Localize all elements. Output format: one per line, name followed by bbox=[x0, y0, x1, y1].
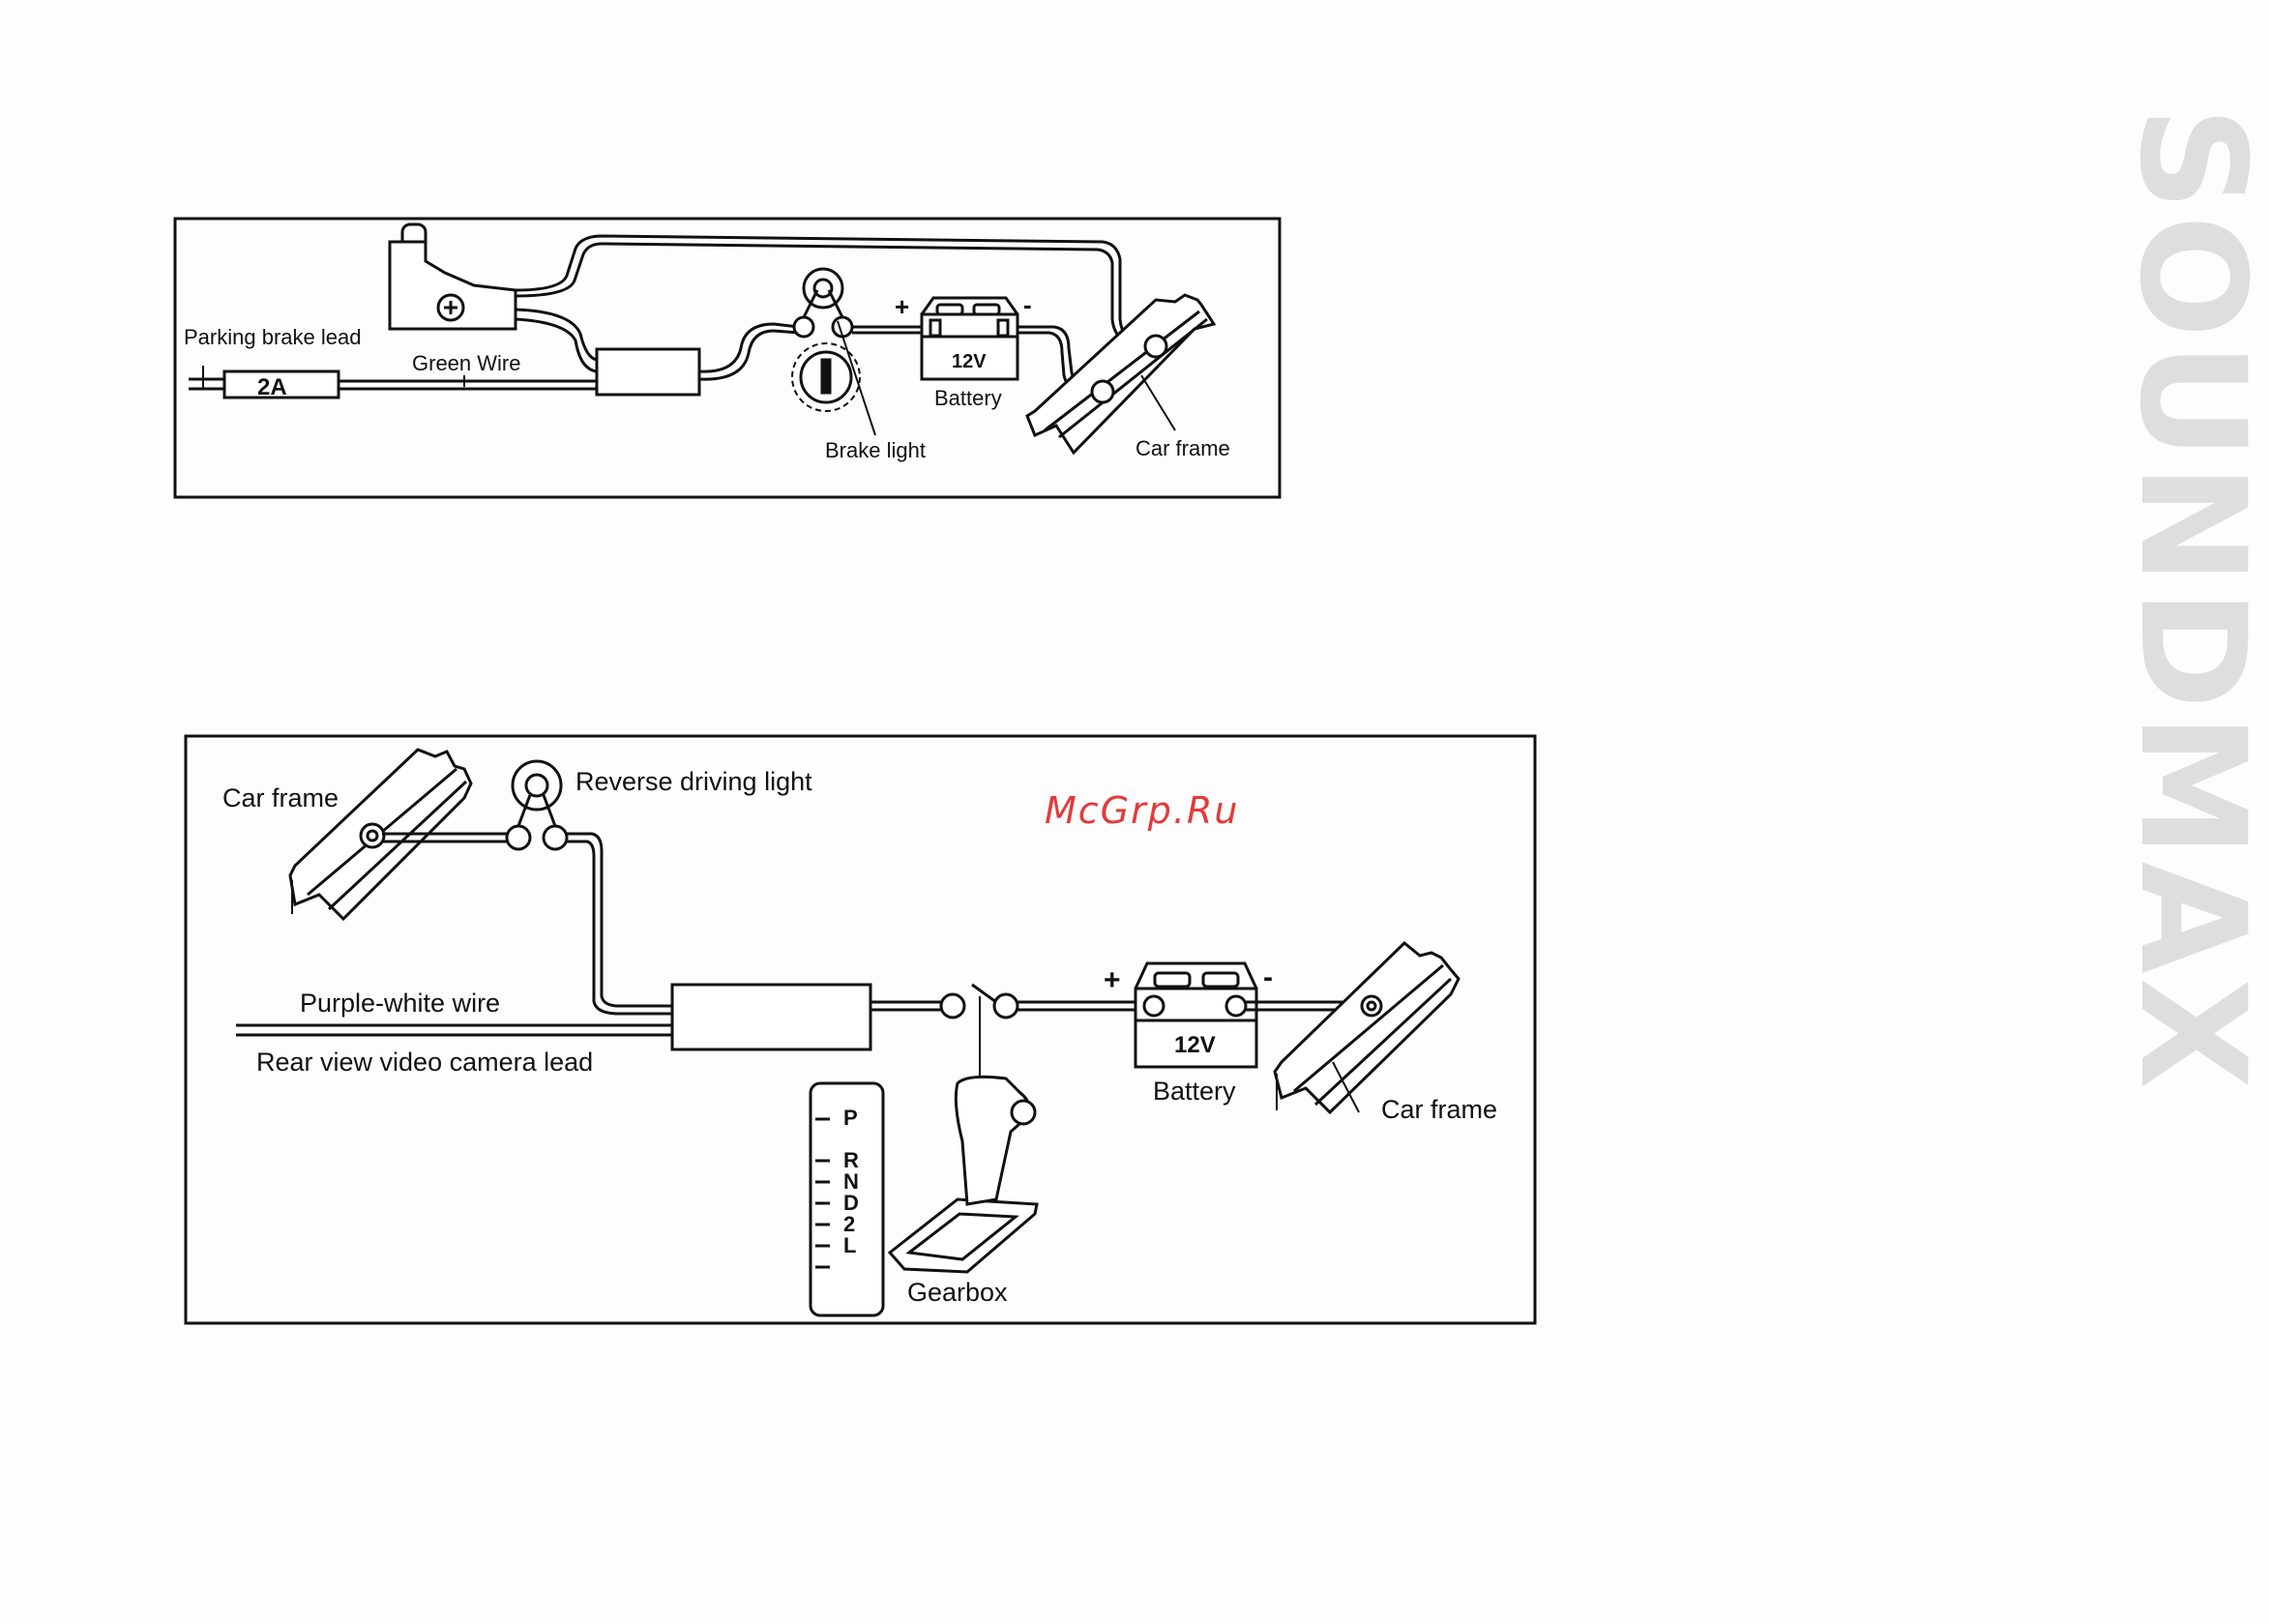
label-car-frame-right: Car frame bbox=[1381, 1095, 1497, 1124]
label-fuse: 2A bbox=[257, 374, 287, 400]
label-battery-2: Battery bbox=[1153, 1077, 1236, 1106]
diagram-reverse-camera bbox=[186, 736, 1535, 1323]
label-plus-2: + bbox=[1104, 964, 1121, 996]
label-parking-brake-lead: Parking brake lead bbox=[184, 325, 361, 349]
label-car-frame-1: Car frame bbox=[1136, 436, 1230, 460]
gear-l: L bbox=[843, 1233, 856, 1257]
label-minus-1: - bbox=[1023, 290, 1032, 319]
label-gearbox: Gearbox bbox=[907, 1278, 1008, 1307]
label-purple-white-wire: Purple-white wire bbox=[300, 989, 500, 1018]
gear-p: P bbox=[843, 1106, 858, 1130]
relay-box-2 bbox=[672, 985, 870, 1049]
label-green-wire: Green Wire bbox=[412, 351, 520, 375]
brand-logo: SOUNDMAX bbox=[2108, 106, 2271, 1093]
brake-light-icon bbox=[792, 269, 875, 435]
diagram-parking-brake bbox=[175, 219, 1280, 497]
label-minus-2: - bbox=[1263, 961, 1273, 993]
label-car-frame-left: Car frame bbox=[222, 783, 339, 812]
label-brake-light: Brake light bbox=[825, 438, 926, 462]
car-frame-icon-3 bbox=[1275, 943, 1459, 1112]
gear-shifter-icon bbox=[890, 1077, 1037, 1272]
label-rear-view-camera-lead: Rear view video camera lead bbox=[256, 1048, 593, 1077]
watermark: McGrp.Ru bbox=[1045, 789, 1239, 832]
brake-switch-icon bbox=[390, 224, 516, 329]
label-battery-1: Battery bbox=[934, 386, 1002, 410]
label-plus-1: + bbox=[895, 292, 909, 321]
label-battery-voltage-2: 12V bbox=[1174, 1032, 1216, 1058]
reverse-light-icon bbox=[507, 761, 567, 849]
relay-box-1 bbox=[597, 349, 699, 395]
label-battery-voltage-1: 12V bbox=[952, 351, 987, 372]
label-reverse-driving-light: Reverse driving light bbox=[575, 767, 812, 796]
